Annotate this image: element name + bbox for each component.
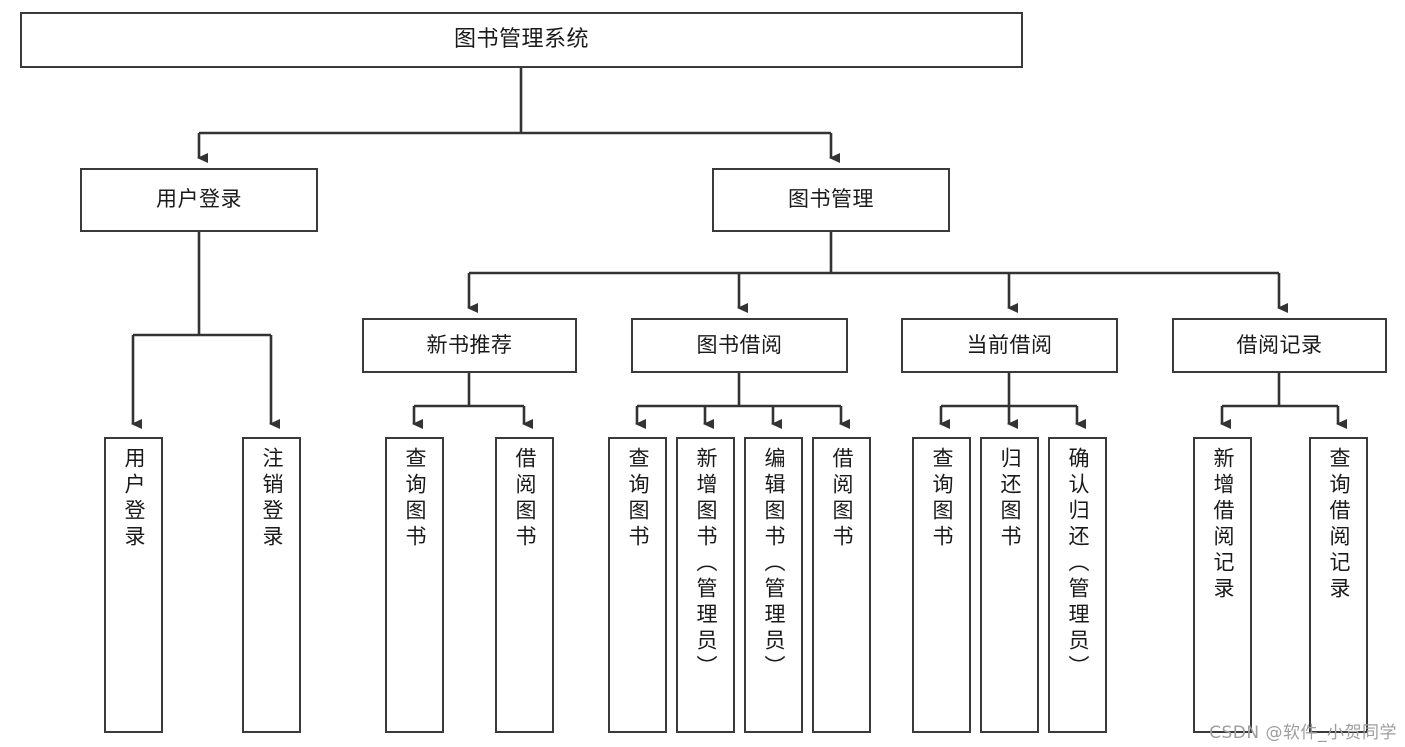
node-leaf-user-login[interactable]: 用户登录 [104, 437, 163, 733]
node-label: 新增图书（管理员） [694, 447, 718, 681]
node-label: 图书管理系统 [453, 26, 589, 52]
node-user-login[interactable]: 用户登录 [80, 168, 318, 232]
node-label: 新增借阅记录 [1211, 447, 1235, 603]
node-label: 归还图书 [998, 447, 1022, 551]
node-new-book-recommendation[interactable]: 新书推荐 [362, 318, 577, 373]
node-label: 确认归还（管理员） [1066, 447, 1090, 681]
csdn-watermark: CSDN @软件_小贺同学 [1209, 723, 1397, 743]
node-label: 编辑图书（管理员） [762, 447, 786, 681]
node-label: 借阅图书 [513, 447, 537, 551]
node-leaf-user-logout[interactable]: 注销登录 [242, 437, 301, 733]
node-leaf-query-book-3[interactable]: 查询图书 [912, 437, 971, 733]
node-label: 查询图书 [403, 447, 427, 551]
node-leaf-borrow-book-1[interactable]: 借阅图书 [495, 437, 554, 733]
node-root-system[interactable]: 图书管理系统 [20, 12, 1023, 68]
node-leaf-edit-book[interactable]: 编辑图书（管理员） [744, 437, 803, 733]
node-book-borrowing[interactable]: 图书借阅 [631, 318, 848, 373]
node-leaf-borrow-book-2[interactable]: 借阅图书 [812, 437, 871, 733]
node-label: 注销登录 [260, 447, 284, 551]
node-label: 图书管理 [788, 187, 874, 212]
node-current-borrowing[interactable]: 当前借阅 [901, 318, 1118, 373]
node-label: 用户登录 [156, 187, 242, 212]
node-label: 图书借阅 [696, 332, 783, 357]
node-label: 用户登录 [122, 447, 146, 551]
node-leaf-confirm-return[interactable]: 确认归还（管理员） [1048, 437, 1107, 733]
node-leaf-add-borrow-record[interactable]: 新增借阅记录 [1193, 437, 1252, 733]
node-label: 查询借阅记录 [1327, 447, 1351, 603]
node-leaf-query-borrow-record[interactable]: 查询借阅记录 [1309, 437, 1368, 733]
node-leaf-return-book[interactable]: 归还图书 [980, 437, 1039, 733]
node-leaf-query-book-2[interactable]: 查询图书 [608, 437, 667, 733]
node-borrow-records[interactable]: 借阅记录 [1172, 318, 1387, 373]
node-label: 新书推荐 [426, 332, 513, 357]
node-book-management[interactable]: 图书管理 [712, 168, 950, 232]
node-leaf-add-book[interactable]: 新增图书（管理员） [676, 437, 735, 733]
node-label: 查询图书 [930, 447, 954, 551]
node-label: 借阅图书 [830, 447, 854, 551]
node-label: 当前借阅 [966, 332, 1053, 357]
node-label: 借阅记录 [1236, 332, 1323, 357]
node-label: 查询图书 [626, 447, 650, 551]
node-leaf-query-book-1[interactable]: 查询图书 [385, 437, 444, 733]
